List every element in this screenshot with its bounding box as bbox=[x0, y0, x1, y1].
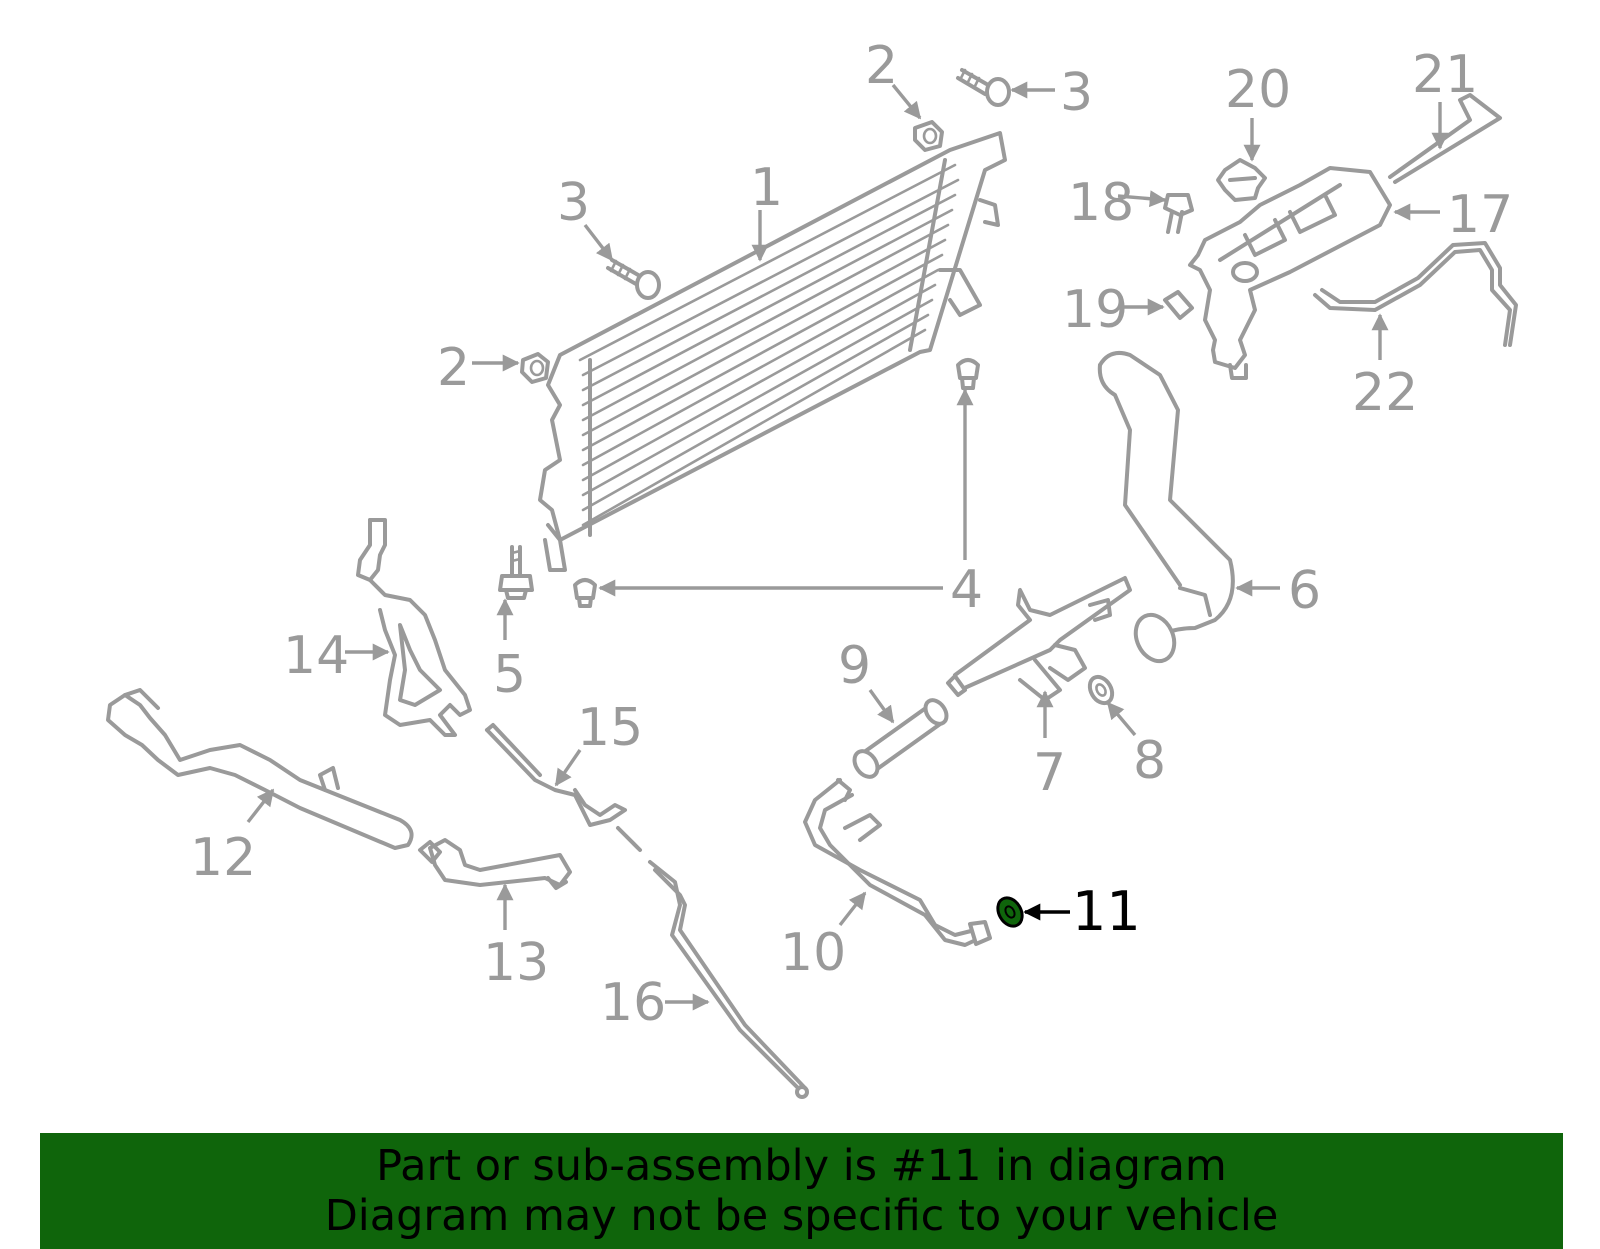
grommet-part-4-left[interactable] bbox=[573, 578, 597, 608]
tube-part-15[interactable] bbox=[485, 723, 642, 852]
bracket-part-14[interactable] bbox=[356, 518, 472, 737]
hose-part-21[interactable] bbox=[1388, 93, 1502, 184]
callout-2-upper: 2 bbox=[865, 36, 898, 96]
bolt-part-3-left[interactable] bbox=[606, 258, 661, 300]
callout-7: 7 bbox=[1033, 743, 1066, 803]
callout-19: 19 bbox=[1062, 280, 1128, 340]
bolt-part-5[interactable] bbox=[498, 545, 534, 600]
callout-5: 5 bbox=[493, 645, 526, 705]
bushing-part-2-left[interactable] bbox=[520, 352, 550, 384]
hose-part-22[interactable] bbox=[1313, 241, 1518, 347]
hose-part-10[interactable] bbox=[803, 778, 992, 947]
callout-11-highlighted: 11 bbox=[1072, 880, 1141, 943]
reservoir-part-17[interactable] bbox=[1188, 166, 1392, 380]
callout-16: 16 bbox=[600, 973, 666, 1033]
callout-22: 22 bbox=[1352, 363, 1418, 423]
banner-line-2: Diagram may not be specific to your vehi… bbox=[324, 1191, 1279, 1241]
callout-20: 20 bbox=[1225, 60, 1291, 120]
callout-4: 4 bbox=[950, 560, 983, 620]
callout-17: 17 bbox=[1447, 185, 1513, 245]
bolt-part-3-upper[interactable] bbox=[956, 68, 1011, 107]
callout-3-left: 3 bbox=[557, 173, 590, 233]
callout-14: 14 bbox=[283, 626, 349, 686]
callout-9: 9 bbox=[838, 636, 871, 696]
bolt-part-18[interactable] bbox=[1163, 193, 1194, 234]
seal-part-11-highlighted[interactable] bbox=[993, 894, 1027, 931]
tube-part-16[interactable] bbox=[648, 860, 809, 1099]
callout-15: 15 bbox=[577, 698, 643, 758]
callout-21: 21 bbox=[1412, 45, 1478, 105]
hose-part-12[interactable] bbox=[106, 688, 414, 850]
parts-diagram: 1 2 3 3 2 4 5 6 7 8 9 10 11 12 13 14 15 … bbox=[106, 36, 1518, 1099]
o-ring-part-8[interactable] bbox=[1085, 673, 1116, 707]
callout-6: 6 bbox=[1288, 561, 1321, 621]
callout-3-upper: 3 bbox=[1060, 63, 1093, 123]
info-banner: Part or sub-assembly is #11 in diagram D… bbox=[40, 1133, 1563, 1249]
bushing-part-2-upper[interactable] bbox=[913, 120, 944, 152]
hose-part-13[interactable] bbox=[418, 838, 572, 890]
grommet-part-4-right[interactable] bbox=[956, 358, 980, 390]
callout-1: 1 bbox=[750, 158, 783, 218]
callout-12: 12 bbox=[190, 828, 256, 888]
banner-line-1: Part or sub-assembly is #11 in diagram bbox=[376, 1141, 1227, 1191]
radiator-part-1[interactable] bbox=[538, 131, 1007, 572]
callout-10: 10 bbox=[780, 923, 846, 983]
radiator-hose-part-6[interactable] bbox=[1097, 351, 1235, 667]
sleeve-part-9[interactable] bbox=[850, 696, 951, 781]
callout-8: 8 bbox=[1133, 731, 1166, 791]
callout-13: 13 bbox=[483, 933, 549, 993]
clip-part-19[interactable] bbox=[1163, 290, 1194, 320]
callout-18: 18 bbox=[1068, 173, 1134, 233]
cap-part-20[interactable] bbox=[1216, 158, 1267, 202]
callout-2-left: 2 bbox=[437, 338, 470, 398]
